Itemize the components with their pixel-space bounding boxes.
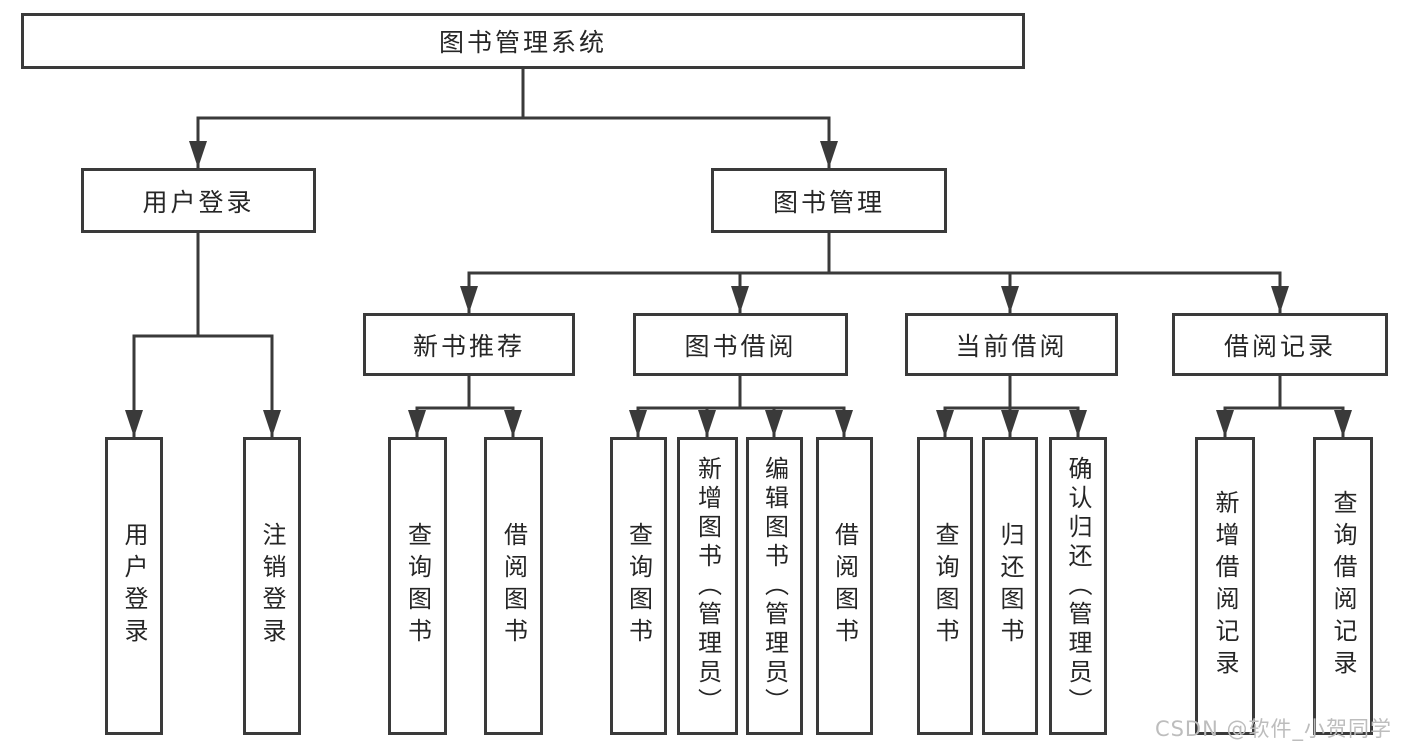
leaf-borrow-add-books-admin: 新增图书（管理员） — [677, 437, 738, 735]
connector-mgmt-to-level3 — [460, 231, 1289, 313]
node-library-management-system: 图书管理系统 — [21, 13, 1025, 69]
node-label: 当前借阅 — [955, 331, 1068, 361]
node-current-borrow: 当前借阅 — [905, 313, 1118, 376]
leaf-label: 确认归还（管理员） — [1064, 455, 1092, 717]
node-label: 图书管理 — [772, 187, 885, 217]
leaf-label: 借阅图书 — [499, 522, 528, 650]
leaf-user-login: 用户登录 — [105, 437, 163, 735]
leaf-label: 新增借阅记录 — [1211, 490, 1239, 682]
node-new-book-recommend: 新书推荐 — [363, 313, 575, 376]
connector-root-to-level2 — [189, 67, 838, 168]
node-book-borrow: 图书借阅 — [633, 313, 848, 376]
leaf-label: 查询图书 — [931, 522, 959, 650]
leaf-borrow-edit-books-admin: 编辑图书（管理员） — [746, 437, 803, 735]
leaf-label: 借阅图书 — [830, 522, 859, 650]
leaf-recommend-borrow-books: 借阅图书 — [484, 437, 543, 735]
connector-borrow-to-leaves — [629, 374, 853, 437]
leaf-label: 归还图书 — [996, 522, 1024, 650]
leaf-recommend-query-books: 查询图书 — [388, 437, 447, 735]
leaf-label: 新增图书（管理员） — [693, 455, 722, 717]
connector-records-to-leaves — [1216, 374, 1352, 437]
node-label: 图书借阅 — [684, 331, 797, 361]
connector-login-to-leaves — [125, 231, 281, 437]
node-label: 用户登录 — [142, 187, 255, 217]
node-label: 借阅记录 — [1223, 331, 1336, 361]
leaf-current-query-books: 查询图书 — [917, 437, 973, 735]
node-label: 图书管理系统 — [438, 28, 607, 57]
leaf-label: 用户登录 — [120, 522, 148, 650]
leaf-records-query-record: 查询借阅记录 — [1313, 437, 1373, 735]
csdn-watermark: CSDN @软件_小贺同学 — [1154, 717, 1392, 741]
node-borrow-records: 借阅记录 — [1172, 313, 1388, 376]
node-label: 新书推荐 — [412, 331, 525, 361]
leaf-label: 注销登录 — [258, 522, 286, 650]
leaf-logout: 注销登录 — [243, 437, 301, 735]
leaf-label: 编辑图书（管理员） — [760, 455, 789, 717]
leaf-records-add-record: 新增借阅记录 — [1195, 437, 1255, 735]
connector-recommend-to-leaves — [408, 374, 522, 437]
node-book-management: 图书管理 — [711, 168, 947, 233]
leaf-borrow-borrow-books: 借阅图书 — [816, 437, 873, 735]
node-user-login: 用户登录 — [81, 168, 316, 233]
leaf-borrow-query-books: 查询图书 — [610, 437, 667, 735]
leaf-current-return-books: 归还图书 — [982, 437, 1038, 735]
leaf-label: 查询图书 — [403, 522, 432, 650]
leaf-label: 查询图书 — [624, 522, 653, 650]
leaf-current-confirm-return-admin: 确认归还（管理员） — [1049, 437, 1107, 735]
connector-current-to-leaves — [936, 374, 1087, 437]
leaf-label: 查询借阅记录 — [1329, 490, 1357, 682]
